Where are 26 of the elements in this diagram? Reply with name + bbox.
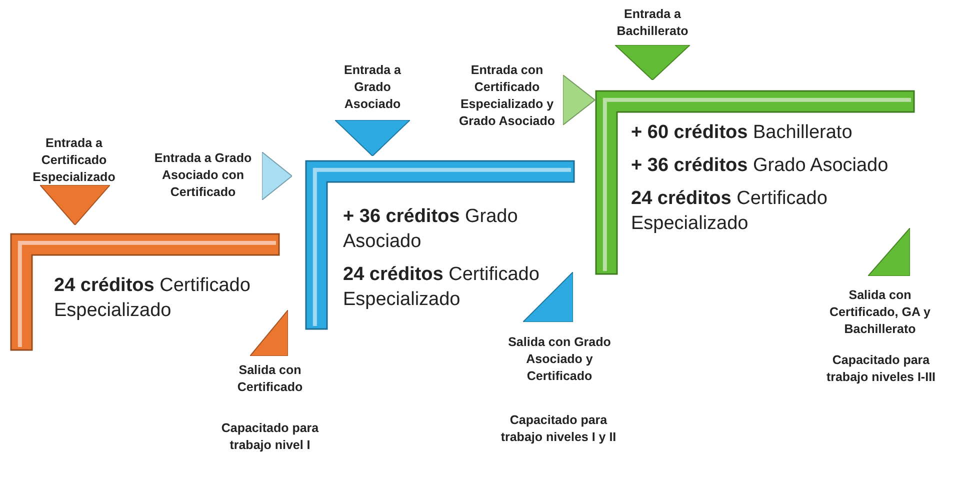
caption-text: Salida con Grado Asociado y Certificado: [507, 334, 612, 385]
credit-text: + 60 créditos Bachillerato: [631, 121, 854, 145]
credit-text: 24 créditos Certificado Especializado: [631, 187, 828, 236]
exit-triangle-icon: [868, 228, 910, 276]
credit-text: 24 créditos Certificado Especializado: [343, 263, 540, 312]
entry-triangle-icon: [615, 45, 690, 80]
entry-triangle-icon: [40, 185, 110, 225]
entry-triangle-icon: [335, 120, 410, 156]
caption-text: Capacitado para trabajo niveles I-III: [825, 352, 937, 386]
caption-text: Entrada a Grado Asociado: [343, 62, 402, 113]
caption-text: Salida con Certificado, GA y Bachillerato: [828, 287, 932, 338]
caption-text: Entrada a Grado Asociado con Certificado: [153, 150, 253, 201]
caption-text: Capacitado para trabajo niveles I y II: [500, 412, 618, 446]
credit-text: + 36 créditos Grado Asociado: [631, 154, 890, 178]
caption-text: Capacitado para trabajo nivel I: [220, 420, 320, 454]
credit-text: + 36 créditos Grado Asociado: [343, 205, 519, 254]
caption-text: Entrada a Certificado Especializado: [32, 135, 116, 186]
entry-arrow-icon: [563, 75, 595, 125]
caption-text: Entrada con Certificado Especializado y Grado Asociado: [458, 62, 556, 130]
entry-arrow-icon: [262, 152, 292, 200]
l-shaped-bar: [10, 233, 280, 351]
credit-text: 24 créditos Certificado Especializado: [54, 274, 252, 324]
caption-text: Salida con Certificado: [236, 362, 304, 396]
l-shaped-bar: [595, 90, 915, 275]
caption-text: Entrada a Bachillerato: [616, 6, 690, 40]
exit-triangle-icon: [250, 310, 288, 356]
